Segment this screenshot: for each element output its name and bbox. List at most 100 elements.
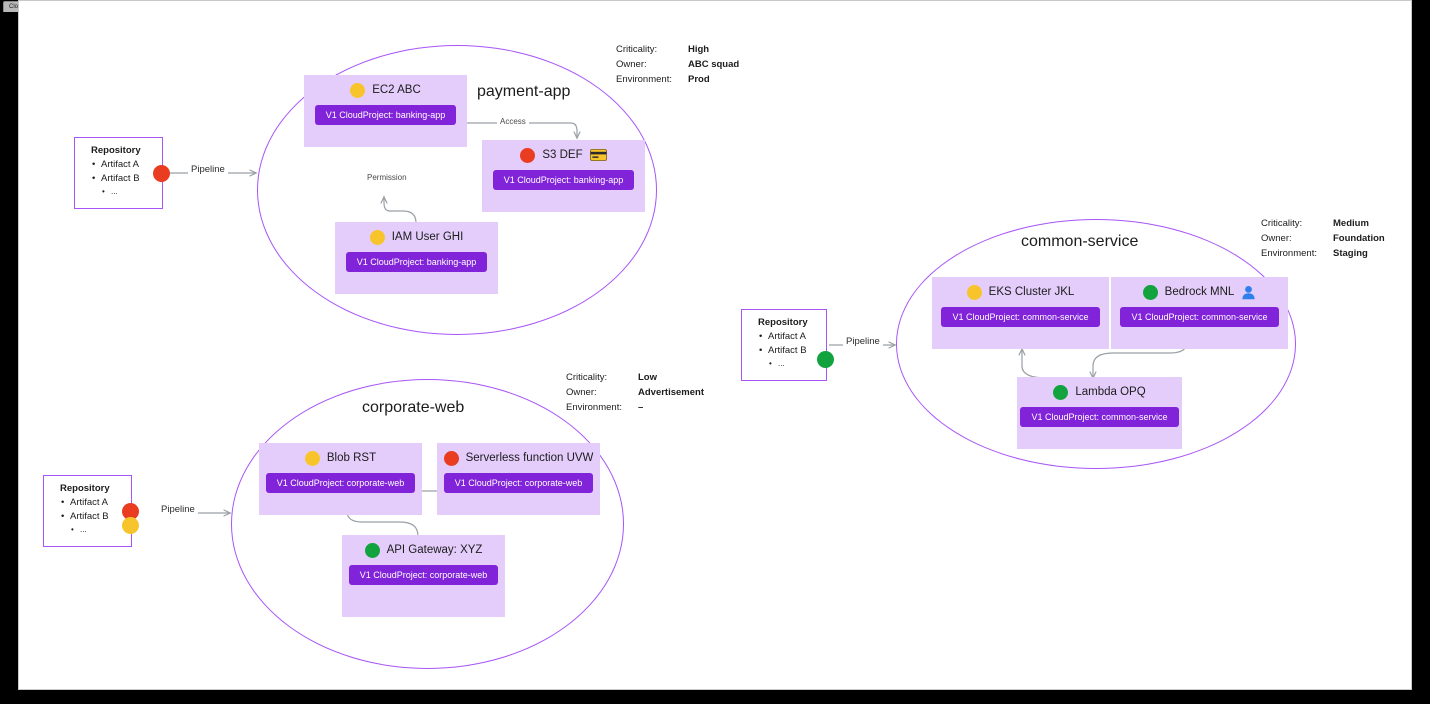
node-badge[interactable]: V1 CloudProject: banking-app [314, 105, 457, 125]
node-serverless-function-uvw[interactable]: Serverless function UVW V1 CloudProject:… [437, 443, 600, 515]
node-badge[interactable]: V1 CloudProject: common-service [941, 307, 1100, 327]
list-item: ... [768, 357, 826, 371]
node-badge[interactable]: V1 CloudProject: common-service [1120, 307, 1279, 327]
meta-row-owner: Owner: ABC squad [616, 58, 739, 73]
node-blob-rst[interactable]: Blob RST V1 CloudProject: corporate-web [259, 443, 422, 515]
severity-dot-yellow-icon [304, 450, 320, 466]
artifact-list: Artifact A Artifact B ... [44, 496, 131, 537]
meta-row-environment: Environment: Staging [1261, 247, 1385, 262]
severity-dot-red-icon [520, 147, 536, 163]
meta-label-owner: Owner: [616, 58, 647, 70]
node-label: Blob RST [326, 452, 377, 464]
node-lambda-opq[interactable]: Lambda OPQ V1 CloudProject: common-servi… [1017, 377, 1182, 449]
node-label: Lambda OPQ [1075, 386, 1146, 398]
severity-dot-red-icon [443, 450, 459, 466]
artifact-severity-dot-red-icon [122, 503, 139, 520]
cluster-title-corporate-web: corporate-web [362, 399, 465, 416]
node-header: Serverless function UVW [437, 443, 600, 473]
meta-label-criticality: Criticality: [566, 372, 608, 383]
node-header: API Gateway: XYZ [342, 535, 505, 565]
node-header: Bedrock MNL [1111, 277, 1288, 307]
meta-value-criticality: Low [638, 372, 657, 383]
repository-payment-app[interactable]: Repository Artifact A Artifact B ... [74, 137, 170, 209]
meta-value-environment: – [638, 401, 644, 413]
edge-label-access: Access [497, 117, 529, 126]
app-window: payment-app Criticality: High Owner: ABC… [18, 0, 1412, 690]
list-item: Artifact B [92, 172, 162, 186]
meta-value-owner: ABC squad [688, 58, 740, 70]
meta-row-criticality: Criticality: Low [566, 371, 704, 386]
list-item: Artifact A [61, 496, 131, 510]
list-item: ... [70, 523, 131, 537]
severity-dot-yellow-icon [369, 229, 385, 245]
node-badge[interactable]: V1 CloudProject: banking-app [345, 252, 488, 272]
node-header: S3 DEF [482, 140, 645, 170]
node-header: Lambda OPQ [1017, 377, 1182, 407]
node-iam-user-ghi[interactable]: IAM User GHI V1 CloudProject: banking-ap… [335, 222, 498, 294]
node-bedrock-mnl[interactable]: Bedrock MNL V1 CloudProject: common-serv… [1111, 277, 1288, 349]
meta-value-owner: Advertisement [638, 386, 704, 398]
node-label: S3 DEF [542, 149, 583, 161]
meta-value-owner: Foundation [1333, 232, 1385, 244]
cluster-title-payment-app: payment-app [477, 83, 571, 100]
repository-title: Repository [60, 483, 110, 494]
meta-label-criticality: Criticality: [616, 44, 658, 55]
list-item: Artifact B [61, 510, 131, 524]
node-ec2-abc[interactable]: EC2 ABC V1 CloudProject: banking-app [304, 75, 467, 147]
node-label: EC2 ABC [372, 84, 421, 96]
artifact-severity-dot-green-icon [817, 351, 834, 368]
cluster-corporate-web[interactable] [231, 379, 624, 669]
node-badge[interactable]: V1 CloudProject: corporate-web [348, 565, 499, 585]
node-s3-def[interactable]: S3 DEF V1 CloudProject: banking-app [482, 140, 645, 212]
severity-dot-green-icon [1053, 384, 1069, 400]
node-eks-cluster-jkl[interactable]: EKS Cluster JKL V1 CloudProject: common-… [932, 277, 1109, 349]
edge-label-permission: Permission [364, 173, 410, 182]
node-header: Blob RST [259, 443, 422, 473]
meta-row-criticality: Criticality: Medium [1261, 217, 1385, 232]
meta-value-environment: Prod [688, 73, 710, 85]
meta-label-environment: Environment: [566, 401, 622, 413]
node-badge[interactable]: V1 CloudProject: common-service [1020, 407, 1179, 427]
severity-dot-green-icon [364, 542, 380, 558]
list-item: Artifact A [759, 330, 826, 344]
node-api-gateway-xyz[interactable]: API Gateway: XYZ V1 CloudProject: corpor… [342, 535, 505, 617]
repository-corporate-web[interactable]: Repository Artifact A Artifact B ... [43, 475, 139, 547]
node-label: API Gateway: XYZ [386, 544, 483, 556]
diagram-canvas[interactable]: payment-app Criticality: High Owner: ABC… [19, 1, 1411, 689]
node-badge[interactable]: V1 CloudProject: corporate-web [443, 473, 594, 493]
node-badge[interactable]: V1 CloudProject: corporate-web [265, 473, 416, 493]
repository-common-service[interactable]: Repository Artifact A Artifact B ... [741, 309, 834, 381]
artifact-severity-dot-red-icon [153, 165, 170, 182]
severity-dot-green-icon [1142, 284, 1158, 300]
pipeline-label-payment-app: Pipeline [188, 164, 228, 175]
meta-label-environment: Environment: [616, 73, 672, 85]
node-header: EKS Cluster JKL [932, 277, 1109, 307]
cluster-title-common-service: common-service [1021, 233, 1139, 250]
meta-value-criticality: Medium [1333, 218, 1369, 229]
meta-row-criticality: Criticality: High [616, 43, 739, 58]
person-icon [1241, 285, 1256, 300]
severity-dot-yellow-icon [350, 82, 366, 98]
cluster-meta-payment-app: Criticality: High Owner: ABC squad Envir… [616, 43, 739, 87]
cluster-payment-app[interactable] [257, 45, 657, 335]
repository-title: Repository [758, 317, 808, 328]
node-label: IAM User GHI [391, 231, 464, 243]
meta-value-criticality: High [688, 44, 710, 55]
cluster-meta-corporate-web: Criticality: Low Owner: Advertisement En… [566, 371, 704, 415]
list-item: ... [101, 185, 162, 199]
list-item: Artifact B [759, 344, 826, 358]
node-label: EKS Cluster JKL [988, 286, 1075, 298]
node-header: IAM User GHI [335, 222, 498, 252]
node-badge[interactable]: V1 CloudProject: banking-app [492, 170, 635, 190]
credit-card-icon [589, 149, 607, 161]
list-item: Artifact A [92, 158, 162, 172]
meta-row-owner: Owner: Foundation [1261, 232, 1385, 247]
cluster-meta-common-service: Criticality: Medium Owner: Foundation En… [1261, 217, 1385, 261]
meta-label-owner: Owner: [1261, 232, 1292, 244]
meta-row-environment: Environment: – [566, 401, 704, 416]
pipeline-label-corporate-web: Pipeline [158, 504, 198, 515]
node-header: EC2 ABC [304, 75, 467, 105]
cluster-common-service[interactable] [896, 219, 1296, 469]
artifact-list: Artifact A Artifact B ... [742, 330, 826, 371]
